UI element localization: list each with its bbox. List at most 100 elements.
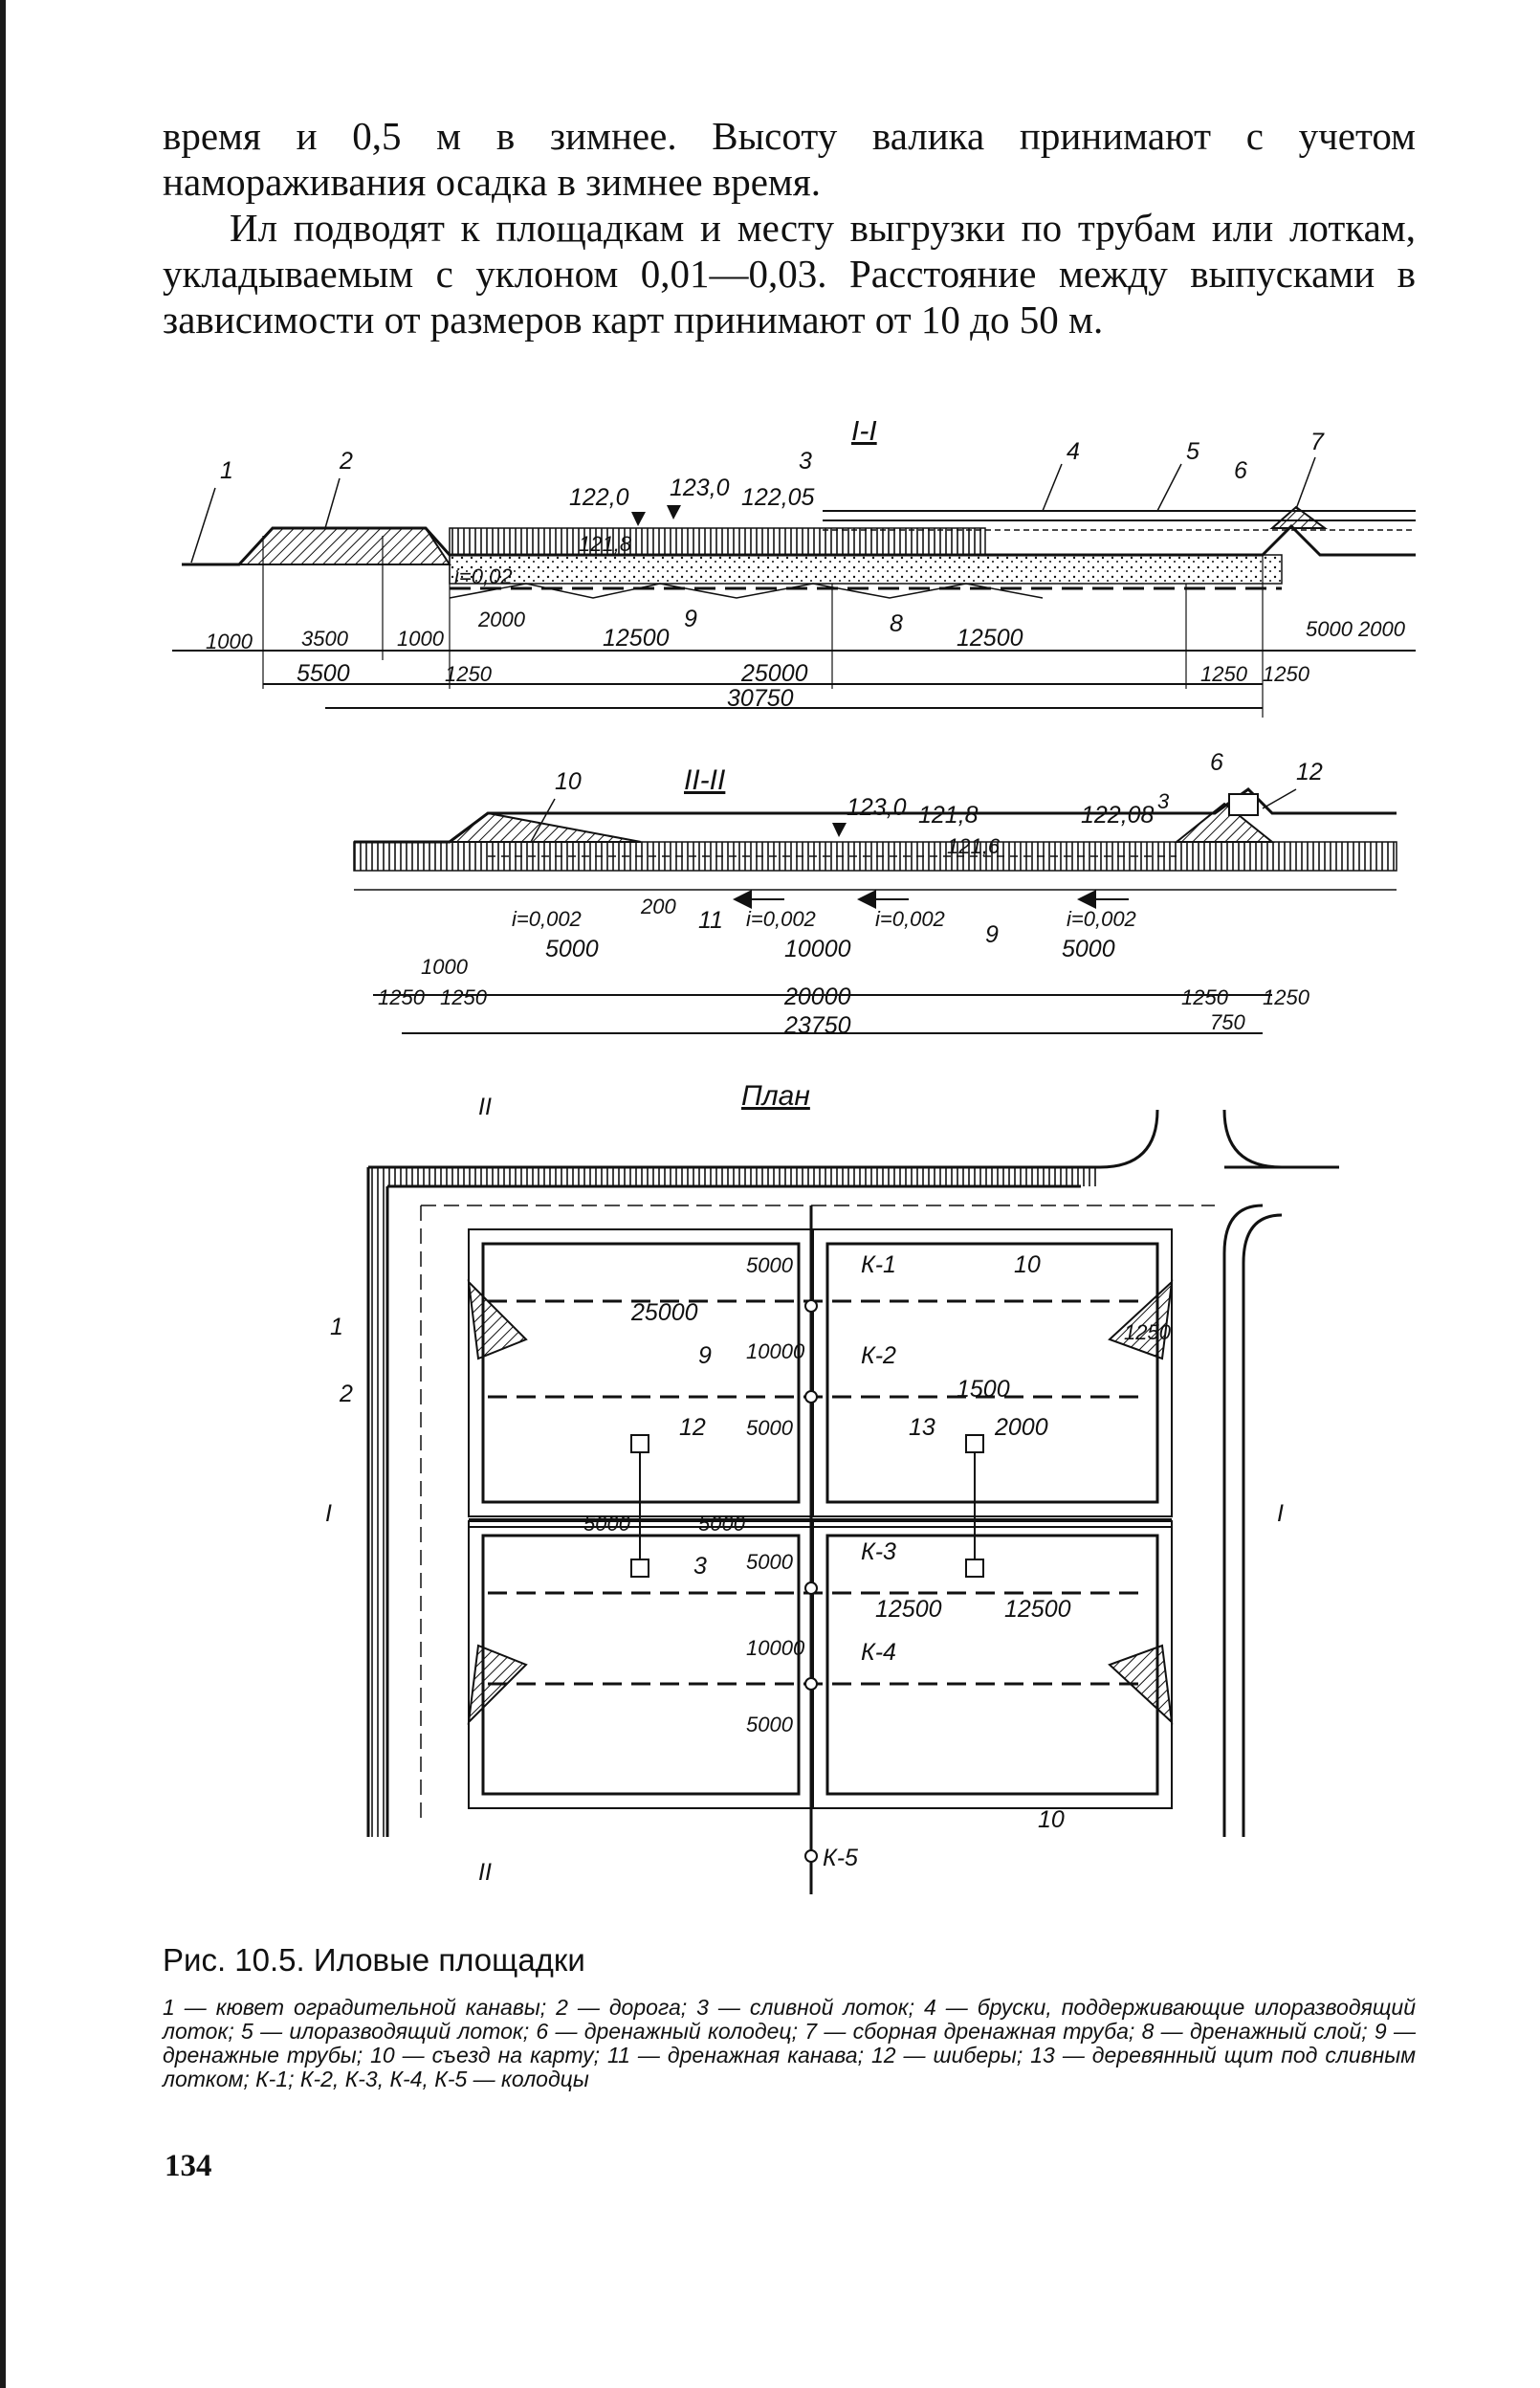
s2-dim-12: 750 [1210, 1010, 1245, 1034]
plan-item-1: 1 [330, 1314, 343, 1340]
s2-item-12: 12 [1296, 759, 1323, 785]
well-k2: К-2 [861, 1342, 896, 1369]
section-1-title: I-I [851, 421, 877, 447]
plan-item-2: 2 [339, 1381, 353, 1407]
s1-item-8: 8 [890, 610, 903, 637]
s1-dim-3: 3500 [301, 627, 349, 651]
plan-view: План [325, 1080, 1339, 1894]
s1-item-3: 3 [799, 448, 812, 475]
plan-dim-12: 5000 [746, 1713, 794, 1736]
s2-slope-2: i=0,002 [746, 907, 816, 931]
s1-elev-1: 122,0 [569, 484, 629, 511]
plan-dim-8: 10000 [746, 1339, 805, 1363]
figure-drawing: I-I 1 2 3 4 5 6 7 8 9 122,0 123,0 122,05… [172, 421, 1416, 1894]
plan-item-10-top: 10 [1014, 1251, 1041, 1278]
paragraph-2: Ил подводят к площадкам и месту выгрузки… [163, 206, 1416, 342]
plan-dim-7: 5000 [746, 1253, 794, 1277]
plan-dim-11: 10000 [746, 1636, 805, 1660]
well-k3: К-3 [861, 1538, 896, 1565]
plan-mark-2-top: II [478, 1094, 492, 1120]
s1-item-2: 2 [339, 448, 353, 475]
s2-slope-3: i=0,002 [875, 907, 945, 931]
s2-dim-7: 1250 [440, 985, 488, 1009]
plan-dim-13: 5000 [698, 1512, 746, 1536]
section-1-1: I-I 1 2 3 4 5 6 7 8 9 122,0 123,0 122,05… [172, 421, 1416, 718]
s1-item-5: 5 [1186, 438, 1199, 465]
s2-elev-4: 121,6 [947, 834, 1001, 858]
plan-item-3: 3 [693, 1553, 707, 1580]
s2-item-3: 3 [1157, 789, 1170, 813]
plan-mark-1-left: I [325, 1500, 332, 1527]
caption-title: Рис. 10.5. Иловые площадки [163, 1942, 585, 1978]
s2-item-11: 11 [698, 907, 723, 934]
s1-dim-4: 1000 [397, 627, 445, 651]
plan-dim-5: 12500 [875, 1596, 942, 1623]
s1-dim-5: 12500 [603, 625, 670, 652]
plan-mark-2-bottom: II [478, 1859, 492, 1886]
s1-elev-3: 122,05 [741, 484, 815, 511]
s1-item-9: 9 [684, 606, 697, 632]
s1-item-4: 4 [1067, 438, 1080, 465]
s2-dim-5: 1000 [421, 955, 469, 979]
plan-dim-9: 5000 [746, 1416, 794, 1440]
plan-item-12: 12 [679, 1414, 706, 1441]
scan-edge [0, 0, 6, 2388]
s2-dim-9: 1250 [1181, 985, 1229, 1009]
plan-item-10-bottom: 10 [1038, 1806, 1065, 1833]
plan-mark-1-right: I [1277, 1500, 1284, 1527]
s2-dim-11: 23750 [783, 1012, 851, 1039]
s1-dim-11: 25000 [740, 660, 808, 687]
s2-elev-1: 123,0 [847, 794, 907, 821]
body-text: время и 0,5 м в зимнее. Высоту валика пр… [163, 113, 1416, 343]
s2-dim-8: 20000 [783, 984, 851, 1010]
s1-dim-10: 1250 [445, 662, 493, 686]
plan-dim-2: 1250 [1124, 1320, 1172, 1344]
s1-dim-14: 30750 [727, 685, 794, 712]
s1-dim-1: 2000 [477, 608, 526, 631]
section-2-title: II-II [684, 764, 725, 796]
plan-item-9: 9 [698, 1342, 712, 1369]
plan-dim-1: 25000 [630, 1299, 698, 1326]
caption-legend: 1 — кювет оградительной канавы; 2 — доро… [163, 1995, 1416, 2091]
figure-caption: Рис. 10.5. Иловые площадки 1 — кювет огр… [163, 1942, 1416, 2091]
paragraph-1: время и 0,5 м в зимнее. Высоту валика пр… [163, 114, 1416, 204]
plan-dim-4: 2000 [994, 1414, 1048, 1441]
well-k4: К-4 [861, 1639, 896, 1666]
s1-dim-2: 1000 [206, 630, 253, 653]
plan-dim-6: 12500 [1004, 1596, 1071, 1623]
s1-item-1: 1 [220, 457, 233, 484]
s2-slope-1: i=0,002 [512, 907, 582, 931]
page-number: 134 [165, 2149, 212, 2183]
plan-dim-3: 1500 [957, 1376, 1010, 1403]
s1-dim-13: 1250 [1263, 662, 1310, 686]
s1-dim-8: 2000 [1357, 617, 1406, 641]
plan-title: План [741, 1080, 810, 1112]
s2-dim-2: 5000 [545, 936, 599, 962]
s2-dim-10: 1250 [1263, 985, 1310, 1009]
s1-item-7: 7 [1310, 429, 1325, 455]
plan-dim-14: 5000 [583, 1512, 631, 1536]
s2-dim-1: 200 [640, 895, 676, 918]
s1-elev-2: 123,0 [670, 475, 730, 501]
section-2-2: II-II 10 11 9 6 12 3 123,0 121,8 122,08 … [353, 749, 1397, 1039]
plan-item-13: 13 [909, 1414, 935, 1441]
plan-dim-10: 5000 [746, 1550, 794, 1574]
well-k1: К-1 [861, 1251, 896, 1278]
s2-dim-3: 10000 [784, 936, 851, 962]
s1-slope: i=0,02 [454, 564, 513, 588]
s2-dim-4: 5000 [1062, 936, 1115, 962]
s1-elev-4: 121,8 [579, 532, 632, 556]
s1-dim-12: 1250 [1200, 662, 1248, 686]
figure-10-5: I-I 1 2 3 4 5 6 7 8 9 122,0 123,0 122,05… [163, 421, 1416, 1913]
s2-elev-3: 122,08 [1081, 802, 1155, 829]
s1-item-6: 6 [1234, 457, 1247, 484]
s1-dim-6: 12500 [957, 625, 1023, 652]
s1-dim-9: 5500 [297, 660, 350, 687]
s2-slope-4: i=0,002 [1067, 907, 1136, 931]
s2-item-6: 6 [1210, 749, 1223, 776]
well-k5: К-5 [823, 1845, 858, 1871]
s2-item-9: 9 [985, 921, 999, 948]
s2-item-10: 10 [555, 768, 582, 795]
s1-dim-7: 5000 [1306, 617, 1353, 641]
s2-elev-2: 121,8 [918, 802, 979, 829]
